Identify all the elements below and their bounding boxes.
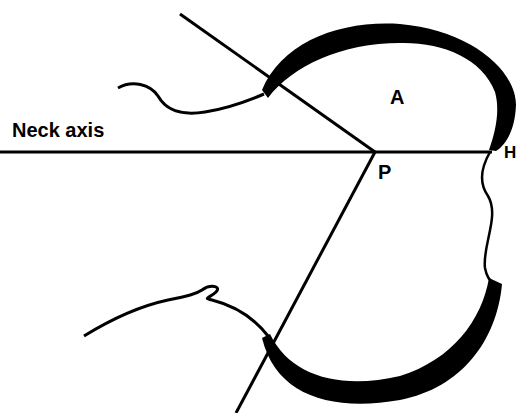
posterior-label: P (378, 162, 391, 182)
lower-neck-contour (84, 286, 268, 336)
axis-label: Neck axis (12, 120, 104, 140)
head-contour (482, 152, 495, 285)
anterior-label: A (390, 87, 404, 107)
head-label: H (504, 144, 516, 161)
posterior-cartilage (262, 278, 502, 404)
neck-axis-line (0, 151, 492, 154)
anterior-cartilage (262, 24, 516, 151)
upper-neck-contour (118, 84, 264, 113)
